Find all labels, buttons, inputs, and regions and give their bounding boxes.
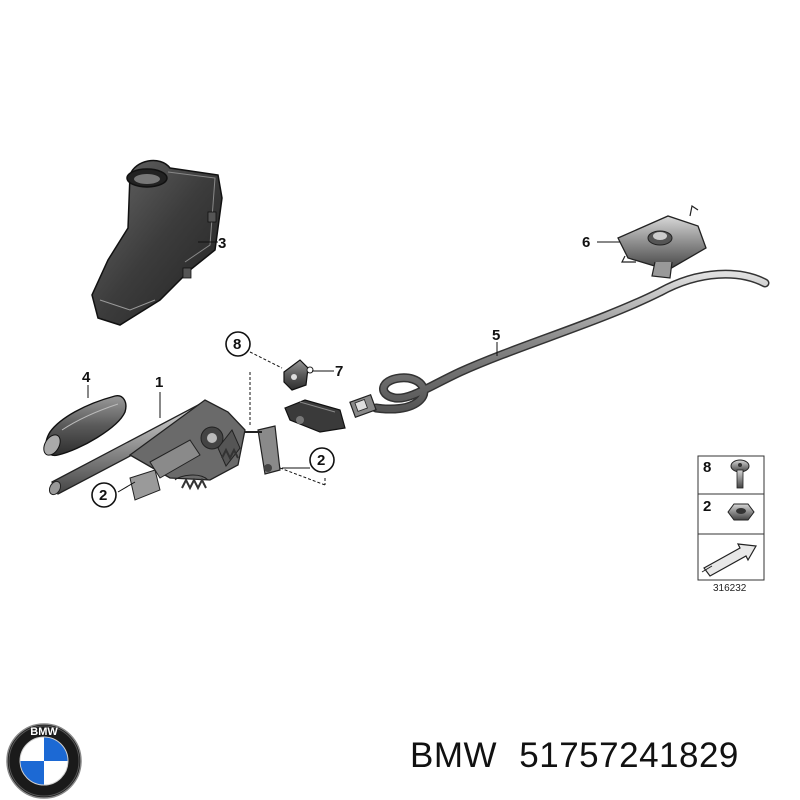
callouts: 1 2 2 3 4 5 6 7 8	[82, 234, 590, 508]
logo-lettering: BMW	[30, 726, 58, 738]
callout-5: 5	[492, 327, 500, 344]
bolt-icon	[730, 459, 750, 489]
callout-2-right-label: 2	[317, 452, 325, 469]
brake-cable-part	[349, 269, 770, 419]
legend-item-8-number: 8	[703, 459, 711, 476]
small-clip-part	[283, 359, 314, 391]
callout-3: 3	[218, 235, 226, 252]
actuator-part	[284, 399, 346, 433]
spring-detail	[181, 447, 239, 491]
callout-1: 1	[155, 374, 163, 391]
caption-part-number: 51757241829	[519, 736, 739, 775]
caption-brand: BMW	[410, 736, 498, 775]
legend-item-2-number: 2	[703, 498, 711, 515]
lever-assembly-part	[48, 399, 281, 501]
callout-8-label: 8	[233, 336, 241, 353]
fastener-legend: 8 2 316232	[697, 455, 765, 594]
callout-2-right: 2	[309, 447, 335, 473]
boot-cover-part	[91, 159, 223, 326]
direction-arrow-icon	[701, 543, 757, 577]
legend-ref-code: 316232	[713, 583, 747, 594]
cable-bracket-part	[617, 205, 707, 279]
part-caption: BMW 51757241829	[410, 736, 790, 786]
callout-4: 4	[82, 369, 91, 386]
leader-lines	[87, 241, 620, 493]
bmw-logo: BMW	[6, 723, 82, 799]
hex-nut-icon	[727, 503, 755, 521]
callout-7: 7	[335, 363, 343, 380]
callout-8: 8	[225, 331, 251, 357]
callout-2-left-label: 2	[99, 487, 107, 504]
callout-6: 6	[582, 234, 590, 251]
handle-grip-part	[43, 395, 127, 457]
callout-2-left: 2	[91, 482, 117, 508]
